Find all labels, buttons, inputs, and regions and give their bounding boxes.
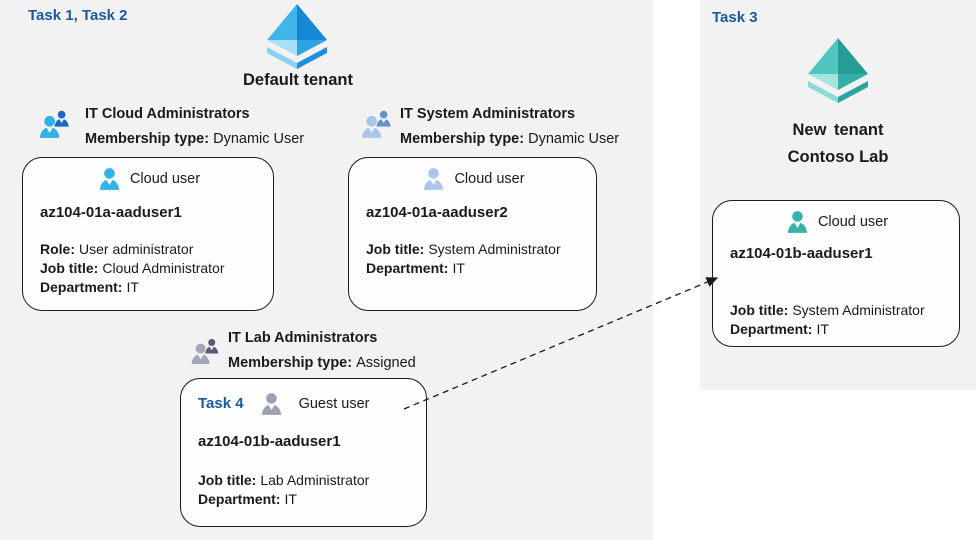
contoso-tenant-icon: [808, 38, 868, 103]
field-row: Department:IT: [366, 260, 465, 276]
cloud-user-icon: [99, 168, 120, 190]
field-row: Job title:Cloud Administrator: [40, 260, 225, 276]
user-card: Cloud user az104-01a-aaduser1 Role:User …: [22, 157, 274, 311]
group-icon: [190, 338, 219, 365]
username: az104-01b-aaduser1: [198, 433, 341, 450]
field-row: Department:IT: [198, 491, 297, 507]
field-row: Job title:System Administrator: [366, 241, 561, 257]
username: az104-01a-aaduser1: [40, 204, 182, 221]
task-1-2-label: Task 1, Task 2: [28, 7, 128, 24]
guest-user-card: Task 4 Guest user az104-01b-aaduser1 Job…: [180, 378, 427, 527]
group-icon: [39, 110, 69, 139]
group-name: IT Cloud Administrators: [85, 106, 250, 122]
user-type-label: Cloud user: [454, 170, 525, 187]
card-header: Cloud user: [349, 166, 596, 191]
user-card: Cloud user az104-01a-aaduser2 Job title:…: [348, 157, 597, 311]
card-header: Cloud user: [23, 166, 273, 191]
user-fields: Job title:System Administrator Departmen…: [366, 240, 561, 278]
user-fields: Role:User administrator Job title:Cloud …: [40, 240, 225, 297]
new-tenant-title-line1: New tenant: [792, 121, 884, 139]
azure-ad-tenant-icon: [267, 4, 327, 69]
field-row: Job title:Lab Administrator: [198, 472, 370, 488]
field-row: Role:User administrator: [40, 241, 194, 257]
user-fields: Job title:Lab Administrator Department:I…: [198, 471, 369, 509]
field-row: Department:IT: [40, 279, 139, 295]
user-type-label: Guest user: [298, 395, 370, 412]
group-membership: Membership type:Dynamic User: [85, 131, 305, 147]
group-name: IT Lab Administrators: [228, 330, 378, 346]
cloud-user-icon: [424, 168, 444, 190]
field-row: Job title:System Administrator: [730, 302, 925, 318]
new-tenant-title-line2: Contoso Lab: [787, 148, 889, 166]
username: az104-01b-aaduser1: [730, 245, 873, 262]
guest-user-icon: [261, 393, 281, 415]
user-fields: Job title:System Administrator Departmen…: [730, 301, 925, 339]
user-type-label: Cloud user: [129, 170, 201, 187]
task-4-label: Task 4: [198, 395, 244, 412]
cloud-user-icon: [787, 211, 808, 233]
field-row: Department:IT: [730, 321, 829, 337]
user-card: Cloud user az104-01b-aaduser1 Job title:…: [712, 200, 960, 347]
group-name: IT System Administrators: [400, 106, 576, 122]
group-icon: [361, 110, 391, 139]
task-3-label: Task 3: [712, 9, 758, 26]
card-header: Cloud user: [713, 209, 959, 234]
card-header: Task 4 Guest user: [198, 391, 426, 416]
group-membership: Membership type:Assigned: [228, 355, 416, 371]
user-type-label: Cloud user: [817, 213, 889, 230]
group-membership: Membership type:Dynamic User: [400, 131, 620, 147]
default-tenant-title: Default tenant: [242, 71, 353, 89]
username: az104-01a-aaduser2: [366, 204, 508, 221]
